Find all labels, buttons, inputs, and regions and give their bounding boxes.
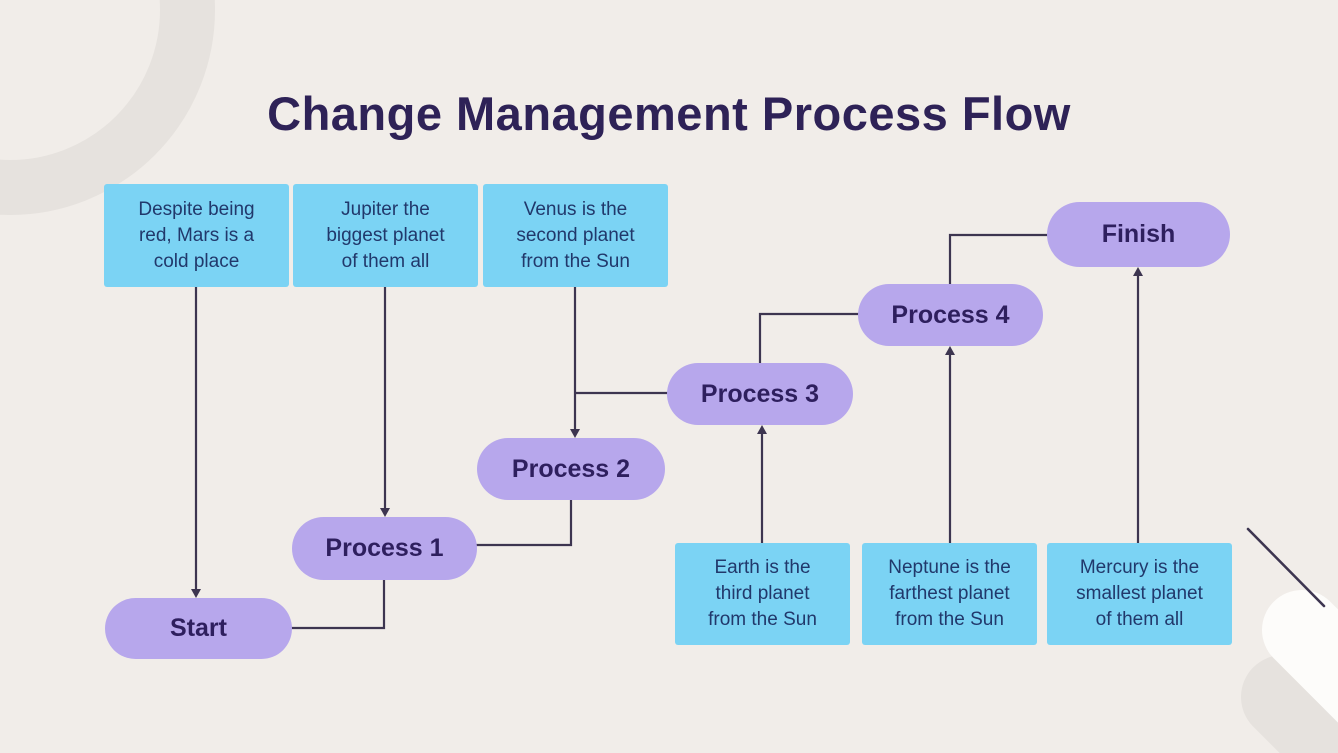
arrow-down-process1-icon	[380, 508, 390, 517]
node-process-4: Process 4	[858, 284, 1043, 346]
arrow-up-process3-icon	[757, 425, 767, 434]
arrow-up-finish-icon	[1133, 267, 1143, 276]
node-label: Finish	[1101, 220, 1176, 248]
note-text-line: farthest planet	[889, 583, 1010, 604]
note-text-line: smallest planet	[1076, 583, 1203, 604]
note-text-line: Mercury is the	[1079, 557, 1200, 578]
note-text-line: red, Mars is a	[138, 224, 255, 246]
node-start: Start	[105, 598, 292, 659]
note-text-line: cold place	[153, 250, 240, 272]
note-text-line: Despite being	[138, 198, 255, 220]
note-text-line: third planet	[715, 583, 810, 604]
edge-process3-to-process4	[758, 312, 860, 365]
node-label: Process 3	[700, 379, 820, 408]
note-text-line: second planet	[516, 224, 635, 246]
note-text-line: from the Sun	[708, 609, 817, 630]
note-earth: Earth is the third planet from the Sun	[675, 543, 850, 645]
edge-process1-to-process2	[475, 498, 573, 547]
node-label: Process 1	[325, 534, 444, 562]
note-text-line: from the Sun	[895, 609, 1004, 630]
note-mars: Despite being red, Mars is a cold place	[104, 184, 289, 287]
node-label: Start	[170, 614, 227, 642]
node-process-3: Process 3	[667, 363, 853, 425]
note-text-line: Earth is the	[714, 557, 811, 578]
note-text-line: Venus is the	[523, 198, 628, 220]
node-process-2: Process 2	[477, 438, 665, 500]
note-text-line: Jupiter the	[341, 198, 430, 220]
note-text-line: of them all	[1095, 609, 1184, 630]
node-finish: Finish	[1047, 202, 1230, 267]
note-venus: Venus is the second planet from the Sun	[483, 184, 668, 287]
edge-process4-to-finish	[948, 233, 1049, 286]
note-text-line: biggest planet	[326, 224, 445, 246]
note-mercury: Mercury is the smallest planet of them a…	[1047, 543, 1232, 645]
note-text-line: of them all	[341, 250, 430, 272]
arrow-down-process2-icon	[570, 429, 580, 438]
node-process-1: Process 1	[292, 517, 477, 580]
arrow-up-process4-icon	[945, 346, 955, 355]
note-jupiter: Jupiter the biggest planet of them all	[293, 184, 478, 287]
note-text-line: Neptune is the	[888, 557, 1011, 578]
node-label: Process 4	[891, 300, 1010, 329]
page-title: Change Management Process Flow	[267, 87, 1071, 140]
arrow-down-start-icon	[191, 589, 201, 598]
note-neptune: Neptune is the farthest planet from the …	[862, 543, 1037, 645]
edge-start-to-process1	[290, 578, 386, 630]
node-label: Process 2	[511, 454, 631, 483]
note-text-line: from the Sun	[521, 250, 630, 272]
